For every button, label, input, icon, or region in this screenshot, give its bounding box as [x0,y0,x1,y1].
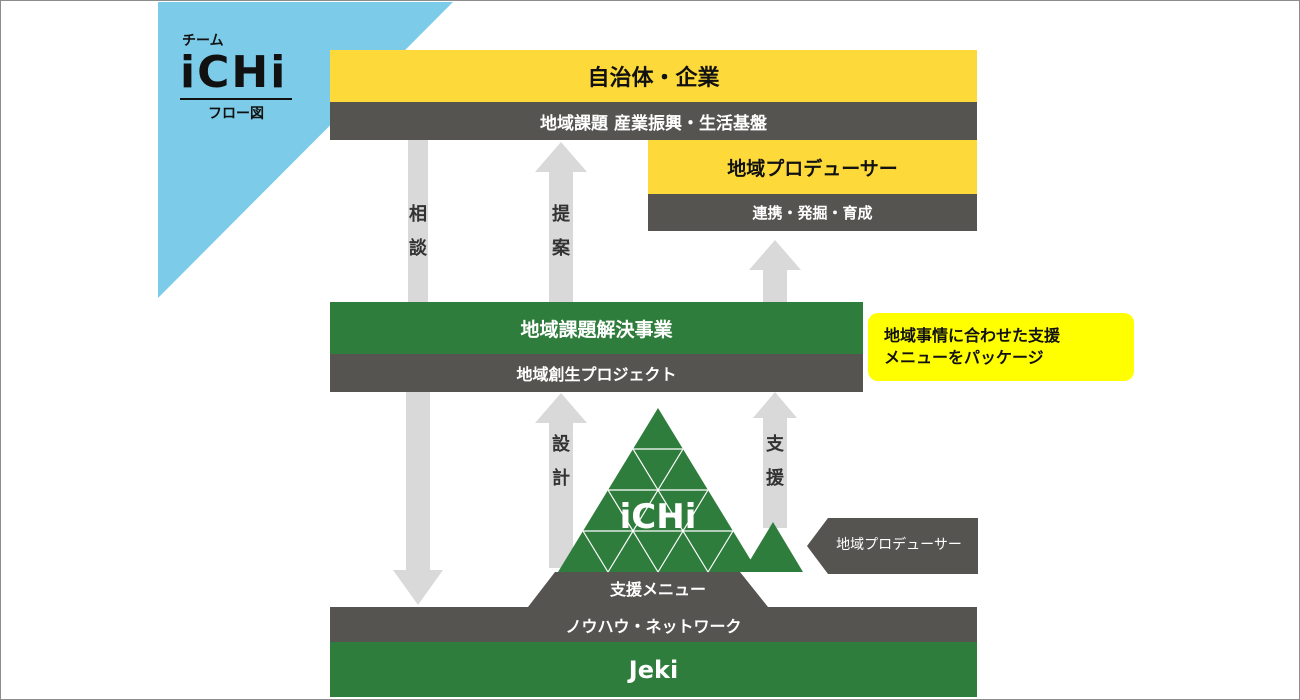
top-title-bar: 自治体・企業 [330,50,977,102]
producer-title-bar: 地域プロデューサー [648,140,977,194]
logo-caption: フロー図 [208,106,264,122]
middle-title-bar: 地域課題解決事業 [330,302,863,354]
label-consult-2: 談 [409,238,427,259]
arrow-design [535,393,587,568]
label-consult-1: 相 [409,204,427,225]
label-design-2: 計 [552,468,570,489]
producer-triangle [743,522,803,572]
label-design-1: 設 [552,434,570,455]
middle-subtitle-bar: 地域創生プロジェクト [330,354,863,392]
pyramid-grid [582,448,734,573]
label-support: 支 援 [761,428,789,496]
package-note: 地域事情に合わせた支援 メニューをパッケージ [868,313,1134,381]
arrow-support-top [749,240,801,302]
label-support-2: 援 [766,468,784,489]
label-consult: 相 談 [404,198,432,266]
logo-divider [180,98,292,100]
knowhow-bar: ノウハウ・ネットワーク [330,607,977,642]
logo: チーム iCHi フロー図 [180,30,310,123]
label-support-1: 支 [766,434,784,455]
top-subtitle-bar: 地域課題 産業振興・生活基盤 [330,102,977,140]
menu-trapezoid [528,572,768,607]
logo-small-text: チーム [182,33,224,49]
label-propose-2: 案 [552,238,570,259]
arrow-support [753,392,797,528]
note-line-2: メニューをパッケージ [884,348,1044,367]
label-propose: 提 案 [547,198,575,266]
arrow-consult-down-shaft [406,392,430,570]
logo-big-text: iCHi [180,47,288,98]
label-design: 設 計 [547,428,575,496]
arrow-consult-down-head [393,570,443,605]
label-propose-1: 提 [552,204,570,225]
jeki-bar: Jeki [330,642,977,697]
menu-label: 支援メニュー [609,580,706,599]
producer-tag-shape [807,518,978,574]
note-line-1: 地域事情に合わせた支援 [884,326,1061,345]
arrow-consult-up [395,108,441,302]
producer-subtitle-bar: 連携・発掘・育成 [648,194,977,231]
producer-tag-label: 地域プロデューサー [836,537,962,553]
pyramid-label: iCHi [619,497,697,537]
arrow-propose [535,142,587,302]
